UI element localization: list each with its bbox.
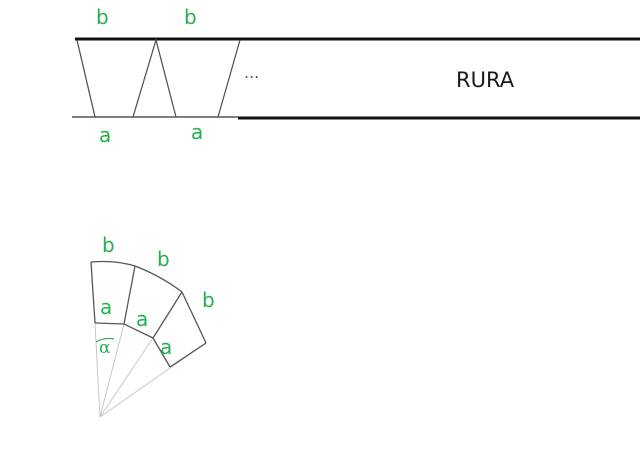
pipe-label: RURA [456,68,515,92]
fan-ray [94,322,101,418]
fan-inner-arc [123,323,154,339]
strip-top-label: b [184,5,197,29]
sector-fan: b b b a a a α [90,233,215,418]
strip-bottom-label: a [191,120,203,144]
fan-outer-arc [90,260,136,267]
fan-sector-edge [123,265,136,325]
fan-outer-arc [134,265,183,293]
fan-sector-edge [152,291,183,339]
strip-bottom-label: a [99,123,111,147]
strip-trapezoid-lines [132,37,177,118]
fan-ray [99,337,154,418]
fan-inner-label: a [136,307,148,331]
angle-arc [95,337,115,343]
strip-ellipsis: ... [244,63,259,82]
fan-outer-label: b [202,288,215,312]
pipe-strip: b b a a ... RURA [72,5,640,147]
fan-sector-edge [90,261,96,324]
fan-ray [99,323,125,418]
fan-sector-edge [181,291,207,344]
fan-inner-label: a [100,295,112,319]
fan-inner-label: a [160,335,172,359]
fan-sector-edge [152,337,171,368]
fan-inner-arc [94,322,125,325]
strip-trapezoid-lines [217,39,241,118]
fan-outer-label: b [157,247,170,271]
strip-top-label: b [96,5,109,29]
strip-trapezoid-lines [76,39,96,118]
fan-inner-arc [169,342,207,368]
fan-outer-label: b [102,233,115,257]
angle-label: α [99,338,111,358]
